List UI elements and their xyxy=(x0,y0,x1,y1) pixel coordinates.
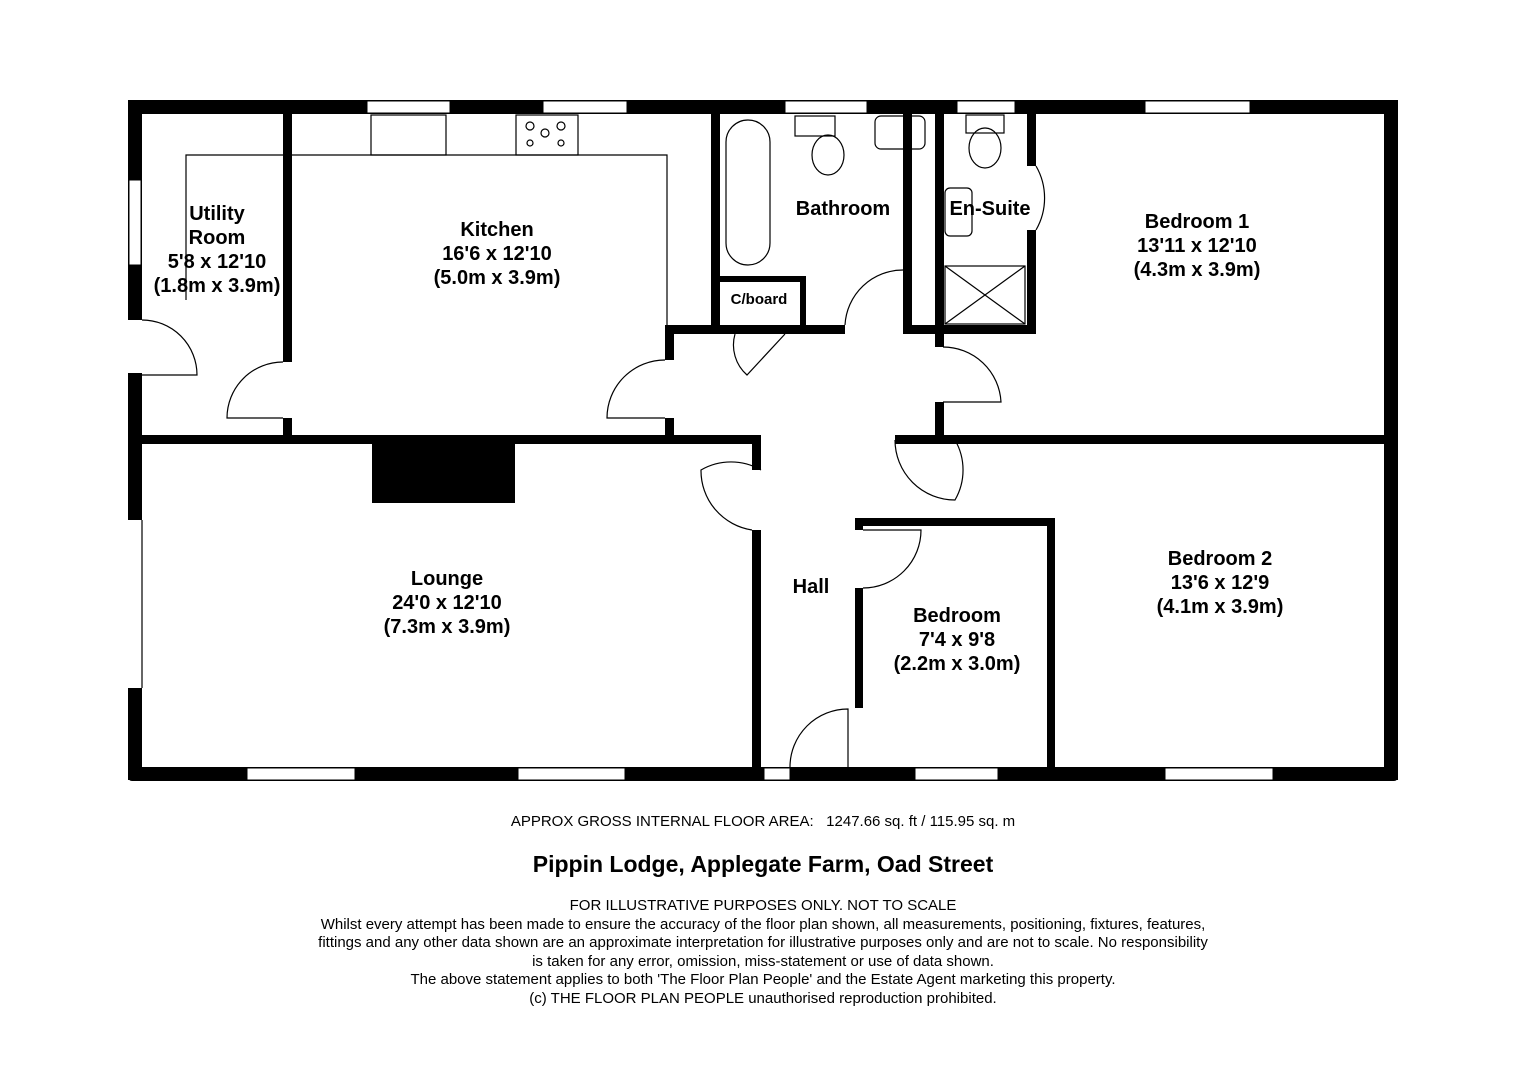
fixtures xyxy=(185,114,1026,325)
worktop xyxy=(185,154,668,325)
kitchen-imperial: 16'6 x 12'10 xyxy=(442,243,552,265)
bedroom2-metric: (4.1m x 3.9m) xyxy=(1157,596,1284,618)
lounge-imperial: 24'0 x 12'10 xyxy=(392,592,502,614)
lounge-metric: (7.3m x 3.9m) xyxy=(384,616,511,638)
hall-name: Hall xyxy=(793,576,830,598)
room-labels: Utility Room 5'8 x 12'10 (1.8m x 3.9m) K… xyxy=(154,198,1284,675)
kitchen-name: Kitchen xyxy=(460,219,533,241)
floor-plan: Utility Room 5'8 x 12'10 (1.8m x 3.9m) K… xyxy=(128,100,1398,781)
floor-area: APPROX GROSS INTERNAL FLOOR AREA: 1247.6… xyxy=(510,813,1016,830)
bedroom2-imperial: 13'6 x 12'9 xyxy=(1171,572,1270,594)
doors xyxy=(141,165,1046,768)
kitchen-metric: (5.0m x 3.9m) xyxy=(434,267,561,289)
cupboard-name: C/board xyxy=(731,291,788,308)
shower-icon xyxy=(944,265,1026,325)
basin-icon xyxy=(944,187,973,237)
bath-icon xyxy=(725,119,771,266)
copyright: (c) THE FLOOR PLAN PEOPLE unauthorised r… xyxy=(529,989,997,1007)
property-address: Pippin Lodge, Applegate Farm, Oad Street xyxy=(532,851,994,877)
lounge-name: Lounge xyxy=(411,568,483,590)
walls xyxy=(128,100,1398,781)
utility-name: Utility xyxy=(189,203,245,225)
disclaimer-line: The above statement applies to both 'The… xyxy=(410,971,1116,988)
bedroom1-imperial: 13'11 x 12'10 xyxy=(1137,235,1257,257)
basin-icon xyxy=(874,115,926,150)
bedroom2-name: Bedroom 2 xyxy=(1168,548,1272,570)
windows xyxy=(128,100,1274,781)
disclaimer: FOR ILLUSTRATIVE PURPOSES ONLY. NOT TO S… xyxy=(0,897,1526,1008)
utility-imperial: 5'8 x 12'10 xyxy=(168,251,267,273)
bedroom3-name: Bedroom xyxy=(913,605,1001,627)
toilet-icon xyxy=(968,127,1002,169)
disclaimer-line: Whilst every attempt has been made to en… xyxy=(320,915,1206,933)
chimney-breast xyxy=(372,443,515,503)
bedroom1-name: Bedroom 1 xyxy=(1145,211,1249,233)
bedroom1-metric: (4.3m x 3.9m) xyxy=(1134,259,1261,281)
utility-name-2: Room xyxy=(189,227,246,249)
toilet-icon xyxy=(811,134,845,176)
disclaimer-line: fittings and any other data shown are an… xyxy=(318,934,1208,951)
sink-icon xyxy=(370,114,447,156)
ensuite-name: En-Suite xyxy=(949,198,1030,220)
disclaimer-line: is taken for any error, omission, miss-s… xyxy=(532,952,994,970)
bedroom3-imperial: 7'4 x 9'8 xyxy=(919,629,995,651)
bedroom3-metric: (2.2m x 3.0m) xyxy=(894,653,1021,675)
utility-metric: (1.8m x 3.9m) xyxy=(154,275,281,297)
bathroom-name: Bathroom xyxy=(796,198,890,220)
hob-icon xyxy=(515,114,579,156)
disclaimer-title: FOR ILLUSTRATIVE PURPOSES ONLY. NOT TO S… xyxy=(569,897,957,914)
